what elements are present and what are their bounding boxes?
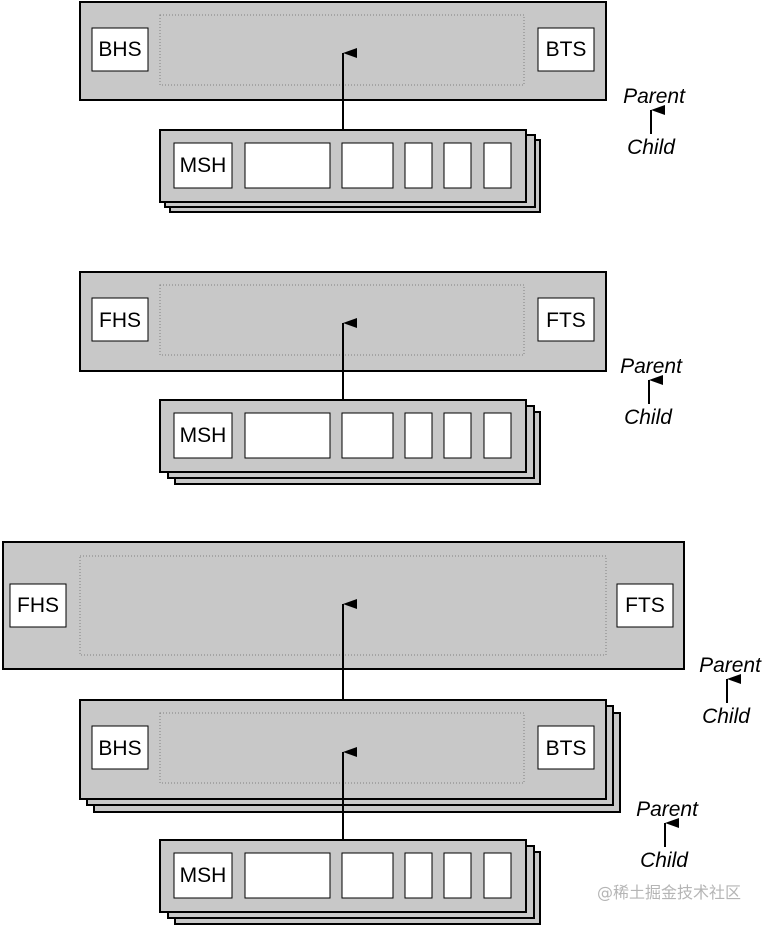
- fhs-label: FHS: [17, 594, 59, 617]
- segment-box: [443, 412, 472, 459]
- bts-box: [537, 725, 595, 770]
- message-stack: MSH: [159, 839, 541, 925]
- segment-box: [483, 412, 512, 459]
- fhs-box: [9, 583, 67, 628]
- segment-box: [404, 142, 433, 189]
- segment-box: [443, 142, 472, 189]
- child-label: Child: [702, 705, 751, 728]
- parent-label: Parent: [623, 85, 686, 108]
- segment-box: [244, 852, 331, 899]
- segment-box: [404, 852, 433, 899]
- fts-label: FTS: [546, 309, 586, 332]
- parent-child-legend-lower: Parent Child: [636, 798, 699, 872]
- parent-label: Parent: [620, 355, 683, 378]
- msh-box: [173, 142, 233, 189]
- segment-box: [341, 412, 394, 459]
- message-stack: MSH: [159, 129, 541, 213]
- segment-box: [244, 412, 331, 459]
- fts-box: [616, 583, 674, 628]
- child-label: Child: [640, 849, 689, 872]
- bts-label: BTS: [546, 737, 587, 760]
- fhs-box: [91, 297, 149, 342]
- child-label: Child: [624, 406, 673, 429]
- batch-stack: BHS BTS: [79, 699, 621, 813]
- fhs-label: FHS: [99, 309, 141, 332]
- segment-box: [404, 412, 433, 459]
- parent-child-legend: Parent Child: [623, 85, 686, 159]
- bts-label: BTS: [546, 38, 587, 61]
- bhs-label: BHS: [98, 737, 141, 760]
- parent-child-legend: Parent Child: [620, 355, 683, 429]
- msh-label: MSH: [180, 424, 227, 447]
- bhs-box: [91, 725, 149, 770]
- msh-label: MSH: [180, 154, 227, 177]
- segment-box: [341, 142, 394, 189]
- diagram-file-message: FHS FTS MSH Parent Child: [79, 271, 683, 485]
- bhs-box: [91, 27, 149, 72]
- message-stack: MSH: [159, 399, 541, 485]
- segment-box: [443, 852, 472, 899]
- watermark-text: @稀土掘金技术社区: [597, 883, 741, 902]
- msh-box: [173, 412, 233, 459]
- bts-box: [537, 27, 595, 72]
- segment-box: [341, 852, 394, 899]
- msh-label: MSH: [180, 864, 227, 887]
- segment-box: [244, 142, 331, 189]
- parent-child-legend-upper: Parent Child: [699, 654, 762, 728]
- child-label: Child: [627, 136, 676, 159]
- parent-label: Parent: [636, 798, 699, 821]
- segment-box: [483, 142, 512, 189]
- batch-frame: BHS BTS: [79, 1, 607, 101]
- bhs-label: BHS: [98, 38, 141, 61]
- msh-box: [173, 852, 233, 899]
- fts-label: FTS: [625, 594, 665, 617]
- fts-box: [537, 297, 595, 342]
- segment-box: [483, 852, 512, 899]
- diagram-batch-message: BHS BTS MSH Parent Child: [79, 1, 686, 213]
- parent-label: Parent: [699, 654, 762, 677]
- diagram-file-batch-message: FHS FTS BHS BTS MSH: [2, 541, 762, 925]
